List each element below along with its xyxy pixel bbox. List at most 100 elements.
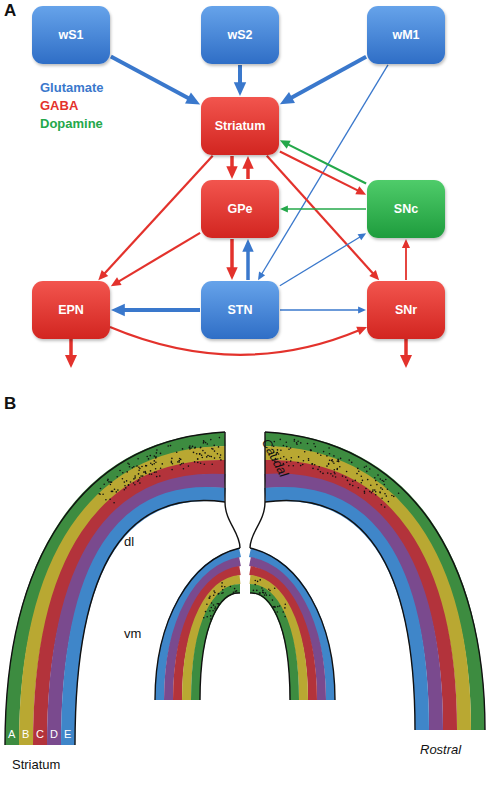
cell-dot <box>345 476 347 478</box>
cell-dots <box>98 437 399 620</box>
cell-dot <box>336 469 338 471</box>
connector-arrow <box>226 239 237 280</box>
cell-dot <box>335 476 337 478</box>
legend-entry: Glutamate <box>40 80 104 95</box>
cell-dot <box>311 463 313 465</box>
cell-dot <box>308 458 310 460</box>
cell-dot <box>211 448 213 450</box>
cell-dot <box>338 461 340 463</box>
cell-dot <box>134 475 136 477</box>
cell-dot <box>136 465 138 467</box>
figure-label: Striatum <box>12 757 60 772</box>
cell-dot <box>176 451 178 453</box>
cell-dot <box>124 485 126 487</box>
cell-dot <box>382 480 384 482</box>
cell-dot <box>332 475 334 477</box>
cell-dot <box>122 472 124 474</box>
connector-arrow <box>98 156 212 281</box>
connector-arrow <box>111 56 200 104</box>
cell-dot <box>358 487 360 489</box>
cell-dot <box>334 471 336 473</box>
cell-dot <box>218 593 220 595</box>
connector-line <box>230 239 234 270</box>
cell-dot <box>201 454 203 456</box>
cell-dot <box>274 606 276 608</box>
cell-dot <box>210 439 212 441</box>
cell-dot <box>194 447 196 449</box>
cell-dot <box>300 465 302 467</box>
cell-dot <box>346 471 348 473</box>
cell-dot <box>132 467 134 469</box>
cell-dot <box>207 443 209 445</box>
figure-label: dl <box>124 534 134 549</box>
cell-dot <box>149 473 151 475</box>
cell-dot <box>326 465 328 467</box>
cell-dot <box>146 456 148 458</box>
cell-dot <box>284 607 286 609</box>
cell-dot <box>194 447 196 449</box>
figure-label: A <box>8 728 15 740</box>
cell-dot <box>297 440 299 442</box>
cell-dot <box>233 591 235 593</box>
cell-dot <box>310 449 312 451</box>
node-label: EPN <box>58 303 84 317</box>
cell-dot <box>146 465 148 467</box>
cell-dot <box>318 466 320 468</box>
cell-dot <box>179 461 181 463</box>
cell-dot <box>160 453 162 455</box>
cell-dot <box>209 595 211 597</box>
legend-text: Dopamine <box>40 116 103 131</box>
output-head <box>65 355 77 368</box>
cell-dot <box>387 488 389 490</box>
cell-dot <box>213 594 215 596</box>
cell-dot <box>144 471 146 473</box>
cell-dot <box>128 484 130 486</box>
cell-dot <box>108 481 110 483</box>
cell-dot <box>177 461 179 463</box>
cell-dot <box>296 442 298 444</box>
outline-edge <box>250 593 290 700</box>
cell-dot <box>162 463 164 465</box>
arrow-head <box>280 92 295 104</box>
cell-dot <box>304 451 306 453</box>
cell-dot <box>212 610 214 612</box>
cell-dot <box>337 468 339 470</box>
node-label: SNc <box>394 202 418 216</box>
cell-dot <box>214 450 216 452</box>
cell-dot <box>205 442 207 444</box>
band-e <box>250 553 331 701</box>
midline-edge <box>225 432 240 548</box>
connector-arrow <box>280 306 366 313</box>
cell-dot <box>328 464 330 466</box>
cell-dot <box>284 616 286 618</box>
cell-dot <box>361 482 363 484</box>
cell-dot <box>167 445 169 447</box>
cell-dot <box>199 453 201 455</box>
cell-dot <box>296 444 298 446</box>
nucleus-box: EPN <box>32 281 110 339</box>
connector-line <box>287 144 366 184</box>
cell-dot <box>286 442 288 444</box>
cell-dot <box>145 473 147 475</box>
cell-dot <box>139 477 141 479</box>
cell-dot <box>206 456 208 458</box>
cell-dot <box>393 496 395 498</box>
cell-dot <box>253 590 255 592</box>
cell-dot <box>111 491 113 493</box>
cell-dot <box>212 448 214 450</box>
connector-line <box>246 249 250 280</box>
cell-dot <box>209 597 211 599</box>
cell-dot <box>111 481 113 483</box>
cell-dot <box>347 480 349 482</box>
cell-dot <box>255 580 257 582</box>
cell-dot <box>208 597 210 599</box>
cell-dot <box>213 590 215 592</box>
cell-dot <box>128 463 130 465</box>
cell-dot <box>375 491 377 493</box>
connector-arrow <box>226 156 237 179</box>
cell-dot <box>356 473 358 475</box>
cell-dot <box>317 453 319 455</box>
cell-dot <box>372 489 374 491</box>
cell-dot <box>214 592 216 594</box>
